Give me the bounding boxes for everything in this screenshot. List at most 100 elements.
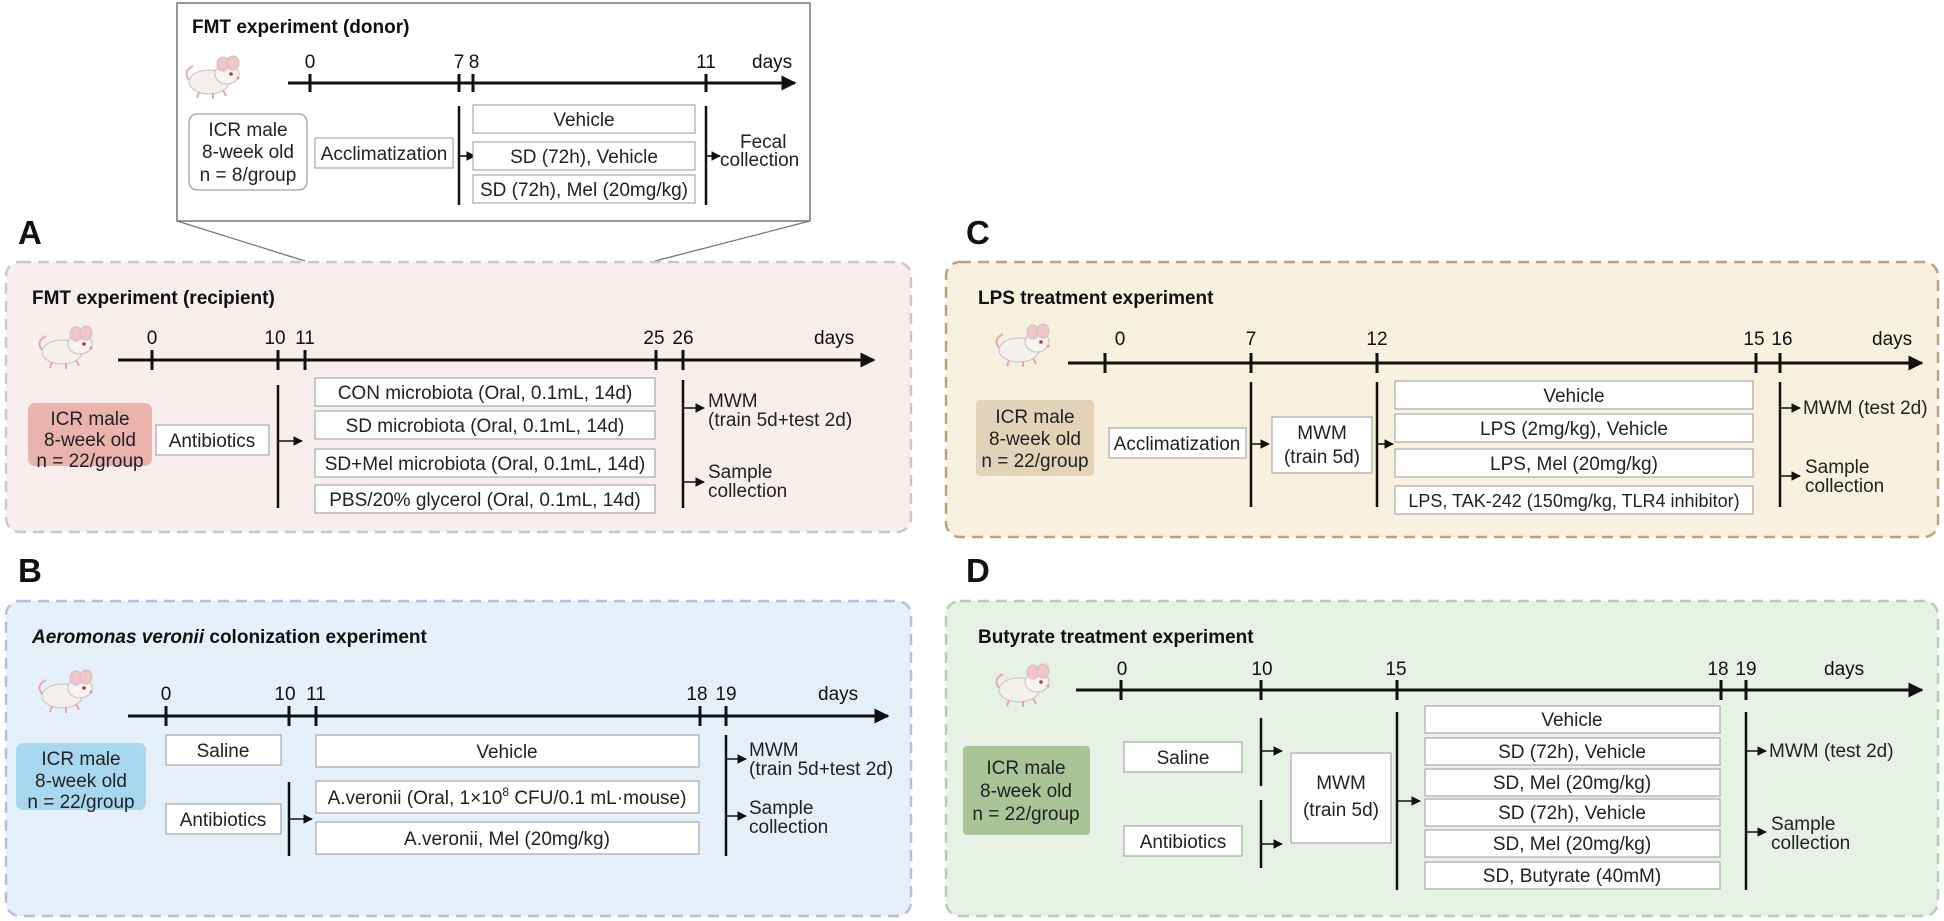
- panel-b-group-oral-pre: A.veronii (Oral, 1×10: [328, 788, 503, 809]
- panel-c-mwm-train-line1: MWM: [1297, 423, 1347, 444]
- panel-d-tick-label-18: 18: [1707, 659, 1728, 680]
- panel-b-title: Aeromonas veronii colonization experimen…: [31, 627, 428, 648]
- panel-a-group-4-label: PBS/20% glycerol (Oral, 0.1mL, 14d): [329, 490, 641, 511]
- panel-d-group-6-label: SD, Butyrate (40mM): [1483, 866, 1661, 887]
- donor-days-label: days: [752, 52, 792, 73]
- panel-d-group-5: [1424, 829, 1721, 858]
- panel-b-group-mel: [315, 821, 700, 855]
- panel-b-subject-line3: n = 22/group: [27, 792, 134, 813]
- panel-b-group-vehicle-label: Vehicle: [476, 742, 537, 763]
- donor-group-1: [472, 104, 696, 134]
- panel-b-mwm-line2: (train 5d+test 2d): [749, 759, 893, 780]
- panel-a-tick-label-10: 10: [264, 328, 285, 349]
- panel-c-tick-label-12: 12: [1366, 329, 1387, 350]
- panel-c-sample-line2: collection: [1805, 476, 1884, 497]
- panel-c-group-1-label: Vehicle: [1543, 386, 1604, 407]
- panel-d-saline-box: [1123, 741, 1243, 773]
- panel-d-days-label: days: [1824, 659, 1864, 680]
- donor-subject-line1: ICR male: [208, 120, 287, 141]
- panel-a-group-3: [314, 448, 656, 478]
- panel-c-acclimatization-label: Acclimatization: [1114, 434, 1241, 455]
- panel-b-sample-line2: collection: [749, 817, 828, 838]
- panel-c-group-3-label: LPS, Mel (20mg/kg): [1490, 454, 1658, 475]
- panel-d-sample-line1: Sample: [1771, 814, 1835, 835]
- panel-d-group-2: [1424, 737, 1721, 766]
- panel-a-subject-line3: n = 22/group: [36, 451, 143, 472]
- panel-c-subject-line3: n = 22/group: [981, 451, 1088, 472]
- panel-c-subject-line2: 8-week old: [989, 429, 1081, 450]
- panel-b-letter: B: [18, 552, 42, 589]
- panel-c-group-4-label: LPS, TAK-242 (150mg/kg, TLR4 inhibitor): [1408, 491, 1739, 511]
- panel-d-group-3-label: SD, Mel (20mg/kg): [1493, 773, 1651, 794]
- panel-c-group-1: [1394, 380, 1754, 410]
- panel-a-group-4: [314, 484, 656, 514]
- panel-b-subject-line2: 8-week old: [35, 771, 127, 792]
- panel-d-tick-label-0: 0: [1117, 659, 1128, 680]
- panel-b-title-rest: colonization experiment: [204, 627, 427, 648]
- panel-b-days-label: days: [818, 684, 858, 705]
- panel-d-antibiotics-box: [1123, 825, 1243, 857]
- donor-group-2: [472, 141, 696, 171]
- panel-b-tick-label-11: 11: [306, 684, 326, 705]
- donor-subject-line3: n = 8/group: [200, 165, 297, 186]
- panel-a-group-3-label: SD+Mel microbiota (Oral, 0.1mL, 14d): [325, 454, 645, 475]
- panel-c-group-2: [1394, 413, 1754, 443]
- panel-d-subject-box: [963, 746, 1090, 835]
- panel-c-subject-box: [976, 400, 1094, 476]
- panel-a-antibiotics-label: Antibiotics: [169, 431, 256, 452]
- panel-d-group-4-label: SD (72h), Vehicle: [1498, 803, 1646, 824]
- panel-c-title: LPS treatment experiment: [978, 288, 1214, 309]
- panel-a-sample-line1: Sample: [708, 462, 772, 483]
- donor-acclimatization-box: [314, 137, 454, 169]
- panel-d-antibiotics-label: Antibiotics: [1140, 832, 1227, 853]
- panel-b-group-oral: [315, 780, 700, 814]
- panel-a-tick-label-25: 25: [643, 328, 664, 349]
- panel-d-mwm-train-line2: (train 5d): [1303, 800, 1379, 821]
- panel-a-tick-label-0: 0: [147, 328, 158, 349]
- panel-a-group-2-label: SD microbiota (Oral, 0.1mL, 14d): [346, 416, 625, 437]
- panel-c-sample-line1: Sample: [1805, 457, 1869, 478]
- panel-b-tick-label-0: 0: [161, 684, 172, 705]
- panel-c-acclimatization-box: [1108, 427, 1247, 459]
- donor-panel: FMT experiment (donor) 0 7 8 11 days ICR…: [176, 2, 811, 262]
- panel-b-antibiotics-box: [165, 803, 282, 835]
- panel-d-subject-line2: 8-week old: [980, 781, 1072, 802]
- panel-a-group-2: [314, 410, 656, 440]
- panel-b-group-oral-sup: 8: [502, 785, 509, 799]
- panel-b-title-italic: Aeromonas veronii: [31, 627, 205, 648]
- panel-d-group-4: [1424, 798, 1721, 827]
- panel-b-tick-label-18: 18: [686, 684, 707, 705]
- panel-a-mwm-line1: MWM: [708, 391, 758, 412]
- panel-c-subject-line1: ICR male: [995, 407, 1074, 428]
- donor-group-1-label: Vehicle: [553, 110, 614, 131]
- panel-c-group-3: [1394, 448, 1754, 478]
- panel-b-subject-line1: ICR male: [41, 749, 120, 770]
- panel-b-group-vehicle: [315, 734, 700, 768]
- panel-a-antibiotics-box: [155, 424, 270, 456]
- panel-b-group-oral-post: CFU/0.1 mL·mouse): [509, 788, 686, 809]
- donor-subject-box: [188, 113, 308, 191]
- panel-a-mwm-line2: (train 5d+test 2d): [708, 410, 852, 431]
- donor-tick-label-0: 0: [305, 52, 316, 73]
- panel-b-saline-box: [165, 734, 282, 766]
- panel-c-days-label: days: [1872, 329, 1912, 350]
- panel-d-tick-label-10: 10: [1251, 659, 1272, 680]
- donor-tick-label-8: 8: [469, 52, 480, 73]
- panel-d-group-6: [1424, 861, 1721, 890]
- panel-d-tick-label-15: 15: [1385, 659, 1406, 680]
- panel-a-group-1: [314, 377, 656, 407]
- panel-c-tick-label-15: 15: [1743, 329, 1764, 350]
- panel-d-subject-line1: ICR male: [986, 758, 1065, 779]
- panel-b-antibiotics-label: Antibiotics: [180, 810, 267, 831]
- panel-a-subject-line2: 8-week old: [44, 430, 136, 451]
- panel-d-letter: D: [966, 552, 990, 589]
- panel-a-tick-label-26: 26: [672, 328, 693, 349]
- panel-b-group-oral-label: A.veronii (Oral, 1×108 CFU/0.1 mL·mouse): [328, 785, 687, 809]
- panel-b-tick-label-10: 10: [274, 684, 295, 705]
- donor-group-3-label: SD (72h), Mel (20mg/kg): [480, 180, 688, 201]
- donor-group-2-label: SD (72h), Vehicle: [510, 147, 658, 168]
- panel-d-subject-line3: n = 22/group: [972, 804, 1079, 825]
- panel-b-mwm-line1: MWM: [749, 740, 799, 761]
- panel-b-subject-box: [16, 743, 146, 810]
- panel-c: C LPS treatment experiment 0 7 12 15 16 …: [944, 214, 1940, 539]
